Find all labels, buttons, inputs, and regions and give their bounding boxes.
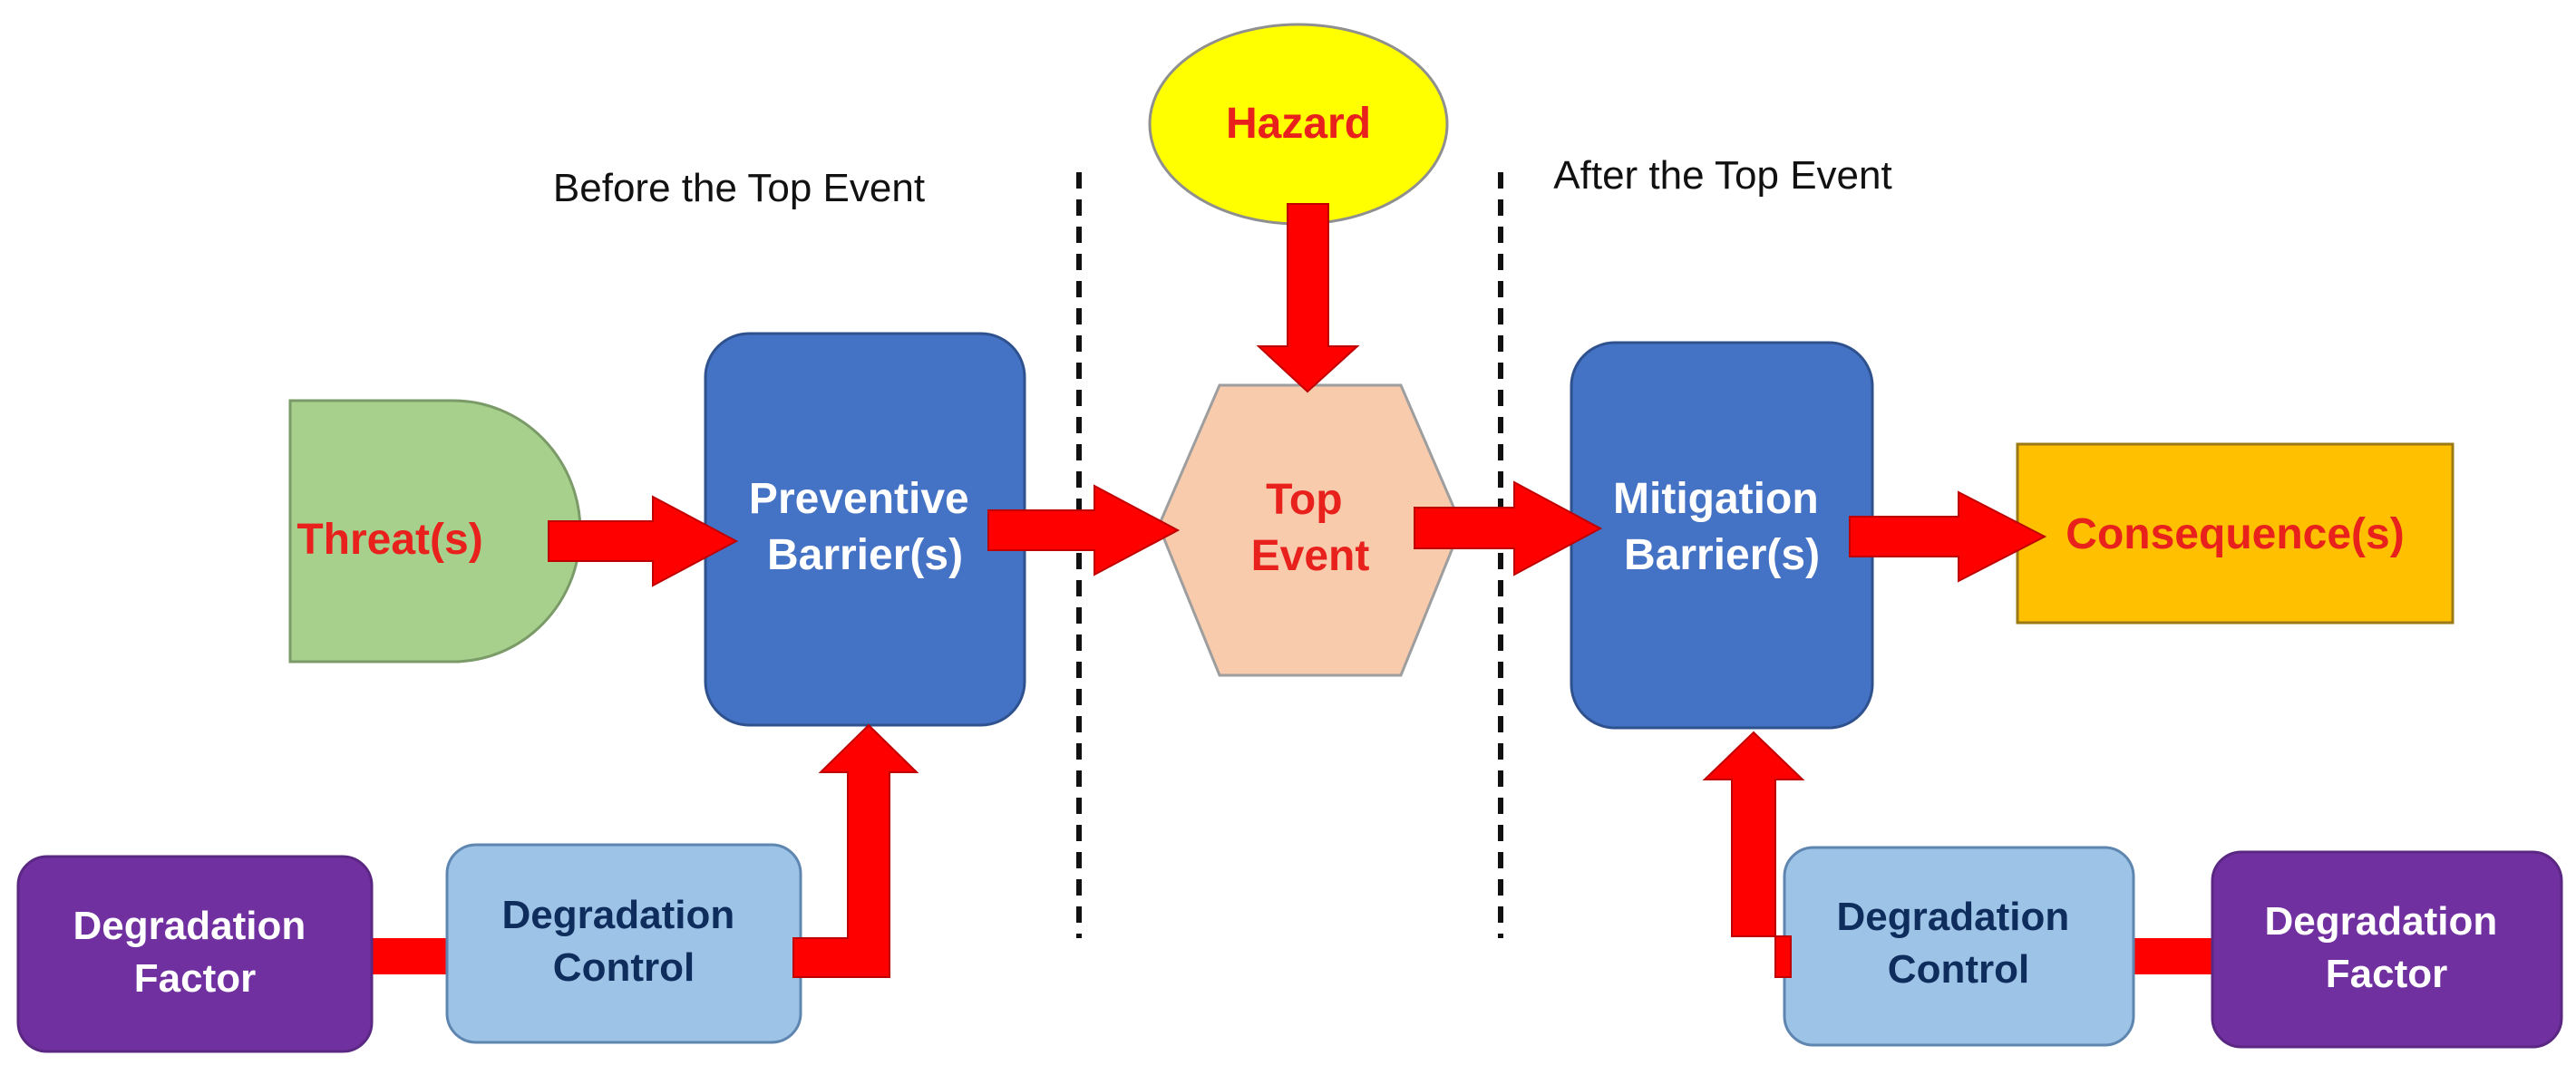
degradation-control-right-label: Degradation Control xyxy=(1837,895,2081,992)
section-label-before: Before the Top Event xyxy=(553,166,925,210)
section-label-after: After the Top Event xyxy=(1553,153,1891,198)
top-event-label: Top Event xyxy=(1251,476,1370,580)
threat-label: Threat(s) xyxy=(296,516,482,564)
degradation-control-right-node xyxy=(1783,846,2135,1047)
top-event-line-2: Event xyxy=(1251,532,1370,580)
degradation-control-left-line-2: Control xyxy=(553,945,695,990)
degradation-factor-right-node xyxy=(2211,850,2563,1049)
degradation-factor-left-line-2: Factor xyxy=(134,956,256,1001)
mitigation-barrier-line-2: Barrier(s) xyxy=(1624,531,1820,579)
arrow-preventive-to-top-event xyxy=(987,484,1181,576)
hazard-label: Hazard xyxy=(1226,100,1371,148)
mitigation-barrier-label: Mitigation Barrier(s) xyxy=(1613,475,1831,579)
arrow-degradation-control-to-preventive xyxy=(792,723,919,978)
degradation-control-left-line-1: Degradation xyxy=(502,893,735,937)
degradation-control-right-line-1: Degradation xyxy=(1837,895,2070,939)
degradation-factor-left-node xyxy=(16,855,374,1053)
degradation-control-left-label: Degradation Control xyxy=(502,893,746,990)
preventive-barrier-node xyxy=(704,332,1026,727)
degradation-factor-left-line-1: Degradation xyxy=(73,904,306,948)
degradation-factor-left-label: Degradation Factor xyxy=(73,904,317,1001)
preventive-barrier-line-2: Barrier(s) xyxy=(767,531,963,579)
mitigation-barrier-line-1: Mitigation xyxy=(1613,475,1819,523)
consequence-label: Consequence(s) xyxy=(2066,510,2404,558)
arrow-mitigation-to-consequence xyxy=(1849,490,2047,583)
degradation-control-left-node xyxy=(445,843,802,1044)
arrow-top-event-to-mitigation xyxy=(1414,480,1603,576)
consequence-node xyxy=(2016,442,2454,625)
preventive-barrier-label: Preventive Barrier(s) xyxy=(749,475,981,579)
degradation-control-right-line-2: Control xyxy=(1888,947,2029,992)
arrow-threat-to-preventive xyxy=(548,495,739,587)
arrow-degradation-control-to-mitigation xyxy=(1702,731,1805,978)
arrow-hazard-to-top-event xyxy=(1256,203,1360,393)
top-event-line-1: Top xyxy=(1266,476,1342,524)
degradation-factor-right-label: Degradation Factor xyxy=(2265,899,2509,996)
degradation-factor-right-line-1: Degradation xyxy=(2265,899,2498,944)
connector-df-dc-right xyxy=(2131,938,2221,974)
preventive-barrier-line-1: Preventive xyxy=(749,475,969,523)
degradation-factor-right-line-2: Factor xyxy=(2326,952,2447,996)
